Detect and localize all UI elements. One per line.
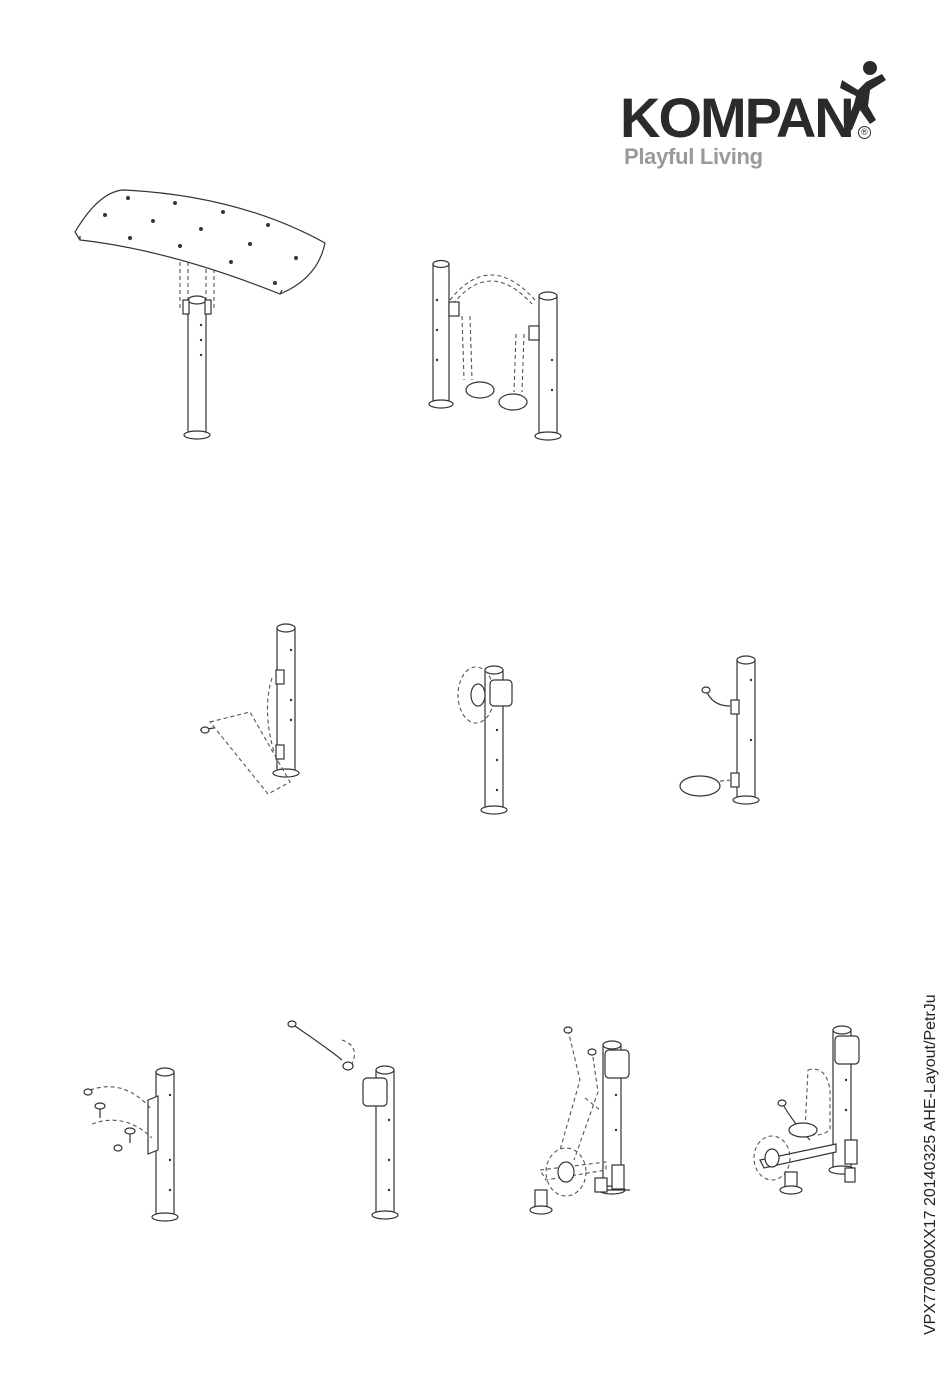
drawing-air-walker <box>429 261 561 441</box>
drawing-seated-trainer <box>754 1026 859 1194</box>
drawing-cross-trainer <box>530 1027 630 1214</box>
drawing-table-post <box>75 190 325 439</box>
drawing-wheel-post <box>458 666 512 814</box>
drawing-lever-post <box>288 1021 398 1219</box>
drawing-handles-post <box>84 1068 178 1221</box>
drawing-situp-post <box>200 624 299 794</box>
drawing-twister-post <box>680 656 759 804</box>
